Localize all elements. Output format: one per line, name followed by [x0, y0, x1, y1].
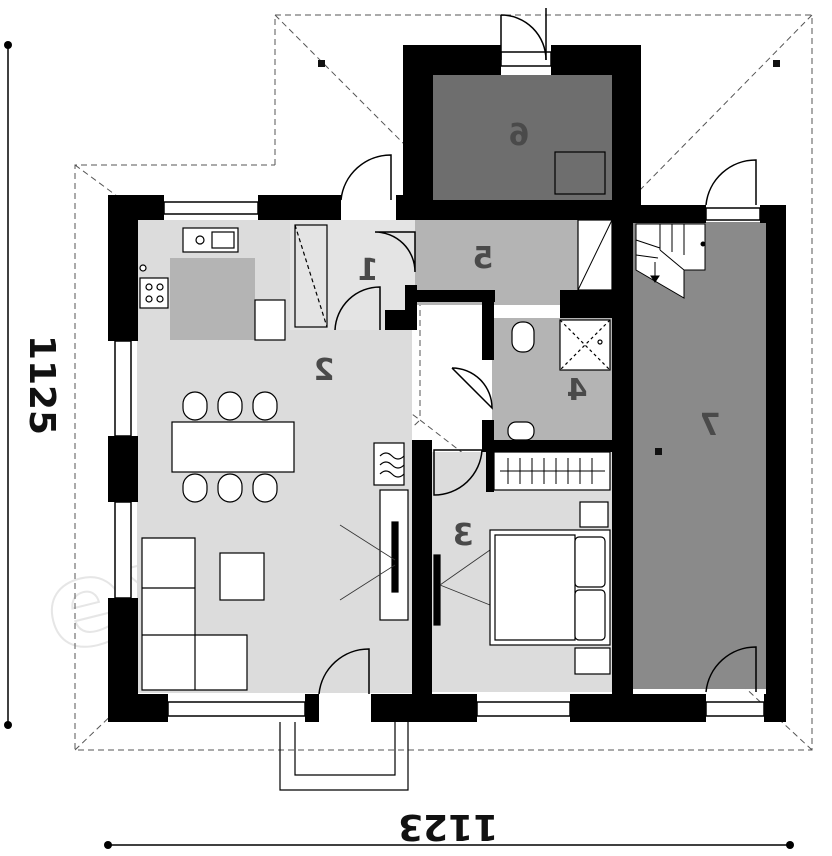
doors	[318, 8, 757, 695]
coffee-table	[219, 552, 265, 601]
wardrobe	[294, 224, 328, 328]
tv-unit	[373, 442, 441, 626]
walls	[108, 45, 786, 722]
room-label-1: 1	[358, 253, 379, 288]
room-6-floor	[432, 75, 612, 200]
dim-end	[104, 841, 112, 849]
dimension-width: 1123	[398, 806, 498, 847]
double-bed	[489, 501, 611, 675]
wardrobe-hangers	[500, 458, 605, 484]
entrance-steps	[279, 722, 409, 791]
boiler-unit	[554, 151, 606, 195]
dimension-lines	[7, 45, 790, 846]
kitchen-sink	[182, 227, 239, 253]
kitchen-hob	[139, 264, 169, 309]
room-7-floor	[633, 222, 768, 689]
dining-table	[171, 391, 295, 503]
fridge	[254, 299, 286, 341]
sofa	[141, 537, 248, 691]
staircase	[635, 223, 706, 299]
dim-end	[4, 721, 12, 729]
dim-end	[4, 41, 12, 49]
windows	[114, 51, 765, 717]
room-label-3: 3	[453, 518, 474, 553]
kitchen-counter	[170, 258, 255, 340]
roof-marker	[318, 60, 325, 67]
room-label-2: 2	[314, 353, 335, 388]
view-lines	[339, 524, 491, 606]
roof-marker	[655, 448, 662, 455]
dim-end	[786, 841, 794, 849]
bathroom-fixtures	[507, 319, 611, 441]
room-label-6: 6	[509, 118, 530, 153]
roof-marker	[773, 60, 780, 67]
room-label-5: 5	[473, 241, 494, 276]
room-label-7: 7	[700, 408, 721, 443]
room-labels: 1 2 3 4 5 6 7	[314, 118, 721, 553]
room-label-4: 4	[567, 373, 588, 408]
dimension-depth: 1125	[21, 335, 62, 435]
